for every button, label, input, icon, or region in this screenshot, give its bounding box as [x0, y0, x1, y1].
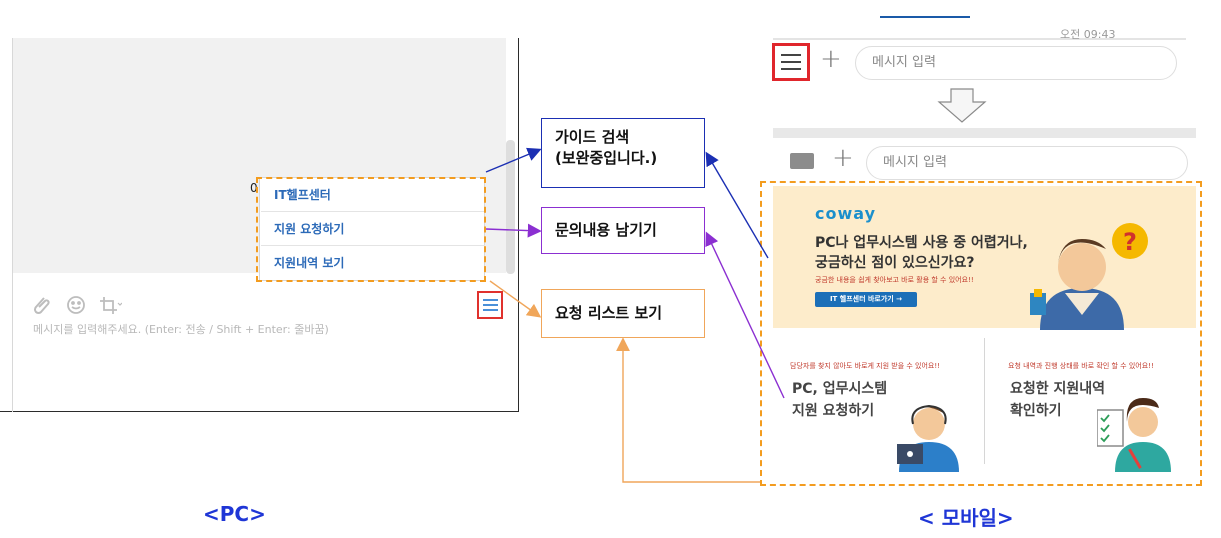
mobile-caption: < 모바일> [918, 506, 1014, 530]
hamburger-line [482, 304, 498, 306]
headline-line-1: PC나 업무시스템 사용 중 어렵거나, [815, 235, 1028, 251]
mobile-timestamp: 오전 09:43 [1060, 28, 1116, 41]
mobile-plus-icon-2[interactable]: + [832, 143, 854, 173]
mobile-card-divider [984, 338, 985, 464]
crop-icon[interactable] [100, 297, 123, 314]
card-2-title-line-1: 요청한 지원내역 [1010, 381, 1106, 397]
question-person-illustration: ? [1010, 215, 1160, 334]
callout-guide-title: 가이드 검색 [555, 128, 630, 146]
arrow-mobile-to-guide [705, 151, 769, 259]
svg-text:?: ? [1123, 228, 1137, 256]
hamburger-line [781, 68, 801, 70]
card-1-title-line-2: 지원 요청하기 [792, 403, 875, 419]
headline-line-2: 궁금하신 점이 있으신가요? [815, 255, 975, 271]
pc-clipped-text: 0: [250, 181, 262, 195]
card-2-title-line-2: 확인하기 [1010, 403, 1062, 419]
pc-caption: <PC> [203, 502, 266, 526]
mobile-clipped-message [880, 10, 970, 18]
it-helpcenter-button[interactable]: IT 헬프센터 바로가기 → [815, 292, 917, 307]
card-history-title[interactable]: 요청한 지원내역 확인하기 [1010, 378, 1105, 422]
hamburger-line [482, 309, 498, 311]
card-support-request-title[interactable]: PC, 업무시스템 지원 요청하기 [792, 378, 887, 422]
mobile-menu-highlight [760, 181, 1202, 486]
coway-logo: coway [815, 204, 876, 223]
support-agent-illustration [893, 392, 963, 476]
pc-menu-item-it-helpcenter[interactable]: IT헬프센터 [261, 178, 485, 212]
pc-toolbar [30, 294, 123, 321]
pc-menu-highlight [256, 177, 486, 282]
hamburger-line [781, 61, 801, 63]
callout-request-list: 요청 리스트 보기 [541, 289, 705, 338]
down-arrow-icon [937, 88, 987, 128]
mobile-hamburger-menu-button[interactable] [772, 43, 810, 81]
pc-message-input[interactable]: 메시지를 입력해주세요. (Enter: 전송 / Shift + Enter:… [33, 323, 329, 336]
emoji-icon[interactable] [67, 296, 85, 314]
pc-divider [12, 38, 13, 412]
mobile-separator [773, 128, 1196, 138]
pc-hamburger-menu-button[interactable] [477, 291, 503, 319]
mobile-banner-subline: 궁금한 내용을 쉽게 찾아보고 바로 활용 할 수 있어요!! [815, 276, 974, 284]
mobile-message-input-2[interactable]: 메시지 입력 [866, 146, 1188, 180]
card-support-request-hint: 담당자를 찾지 않아도 바로게 지원 받을 수 있어요!! [790, 362, 940, 370]
keyboard-icon[interactable] [790, 153, 814, 169]
mobile-plus-icon[interactable]: + [820, 44, 842, 74]
callout-guide-search: 가이드 검색 (보완중입니다.) [541, 118, 705, 188]
mobile-top-bar [773, 14, 1186, 40]
mobile-message-input[interactable]: 메시지 입력 [855, 46, 1177, 80]
hamburger-line [482, 299, 498, 301]
arrow-mobile-to-request [616, 337, 760, 483]
paperclip-icon[interactable] [33, 297, 50, 315]
checklist-agent-illustration [1096, 392, 1171, 476]
mobile-banner-headline: PC나 업무시스템 사용 중 어렵거나, 궁금하신 점이 있으신가요? [815, 233, 1075, 273]
card-1-title-line-1: PC, 업무시스템 [792, 381, 888, 397]
pc-scrollbar[interactable] [506, 140, 515, 274]
pc-menu-item-support-history[interactable]: 지원내역 보기 [274, 256, 345, 270]
hamburger-line [781, 54, 801, 56]
pc-menu-item-support-request[interactable]: 지원 요청하기 [261, 212, 485, 246]
card-history-hint: 요청 내역과 진행 상태를 바로 확인 할 수 있어요!! [1008, 362, 1154, 370]
callout-leave-inquiry: 문의내용 남기기 [541, 207, 705, 254]
callout-guide-note: (보완중입니다.) [555, 149, 658, 167]
